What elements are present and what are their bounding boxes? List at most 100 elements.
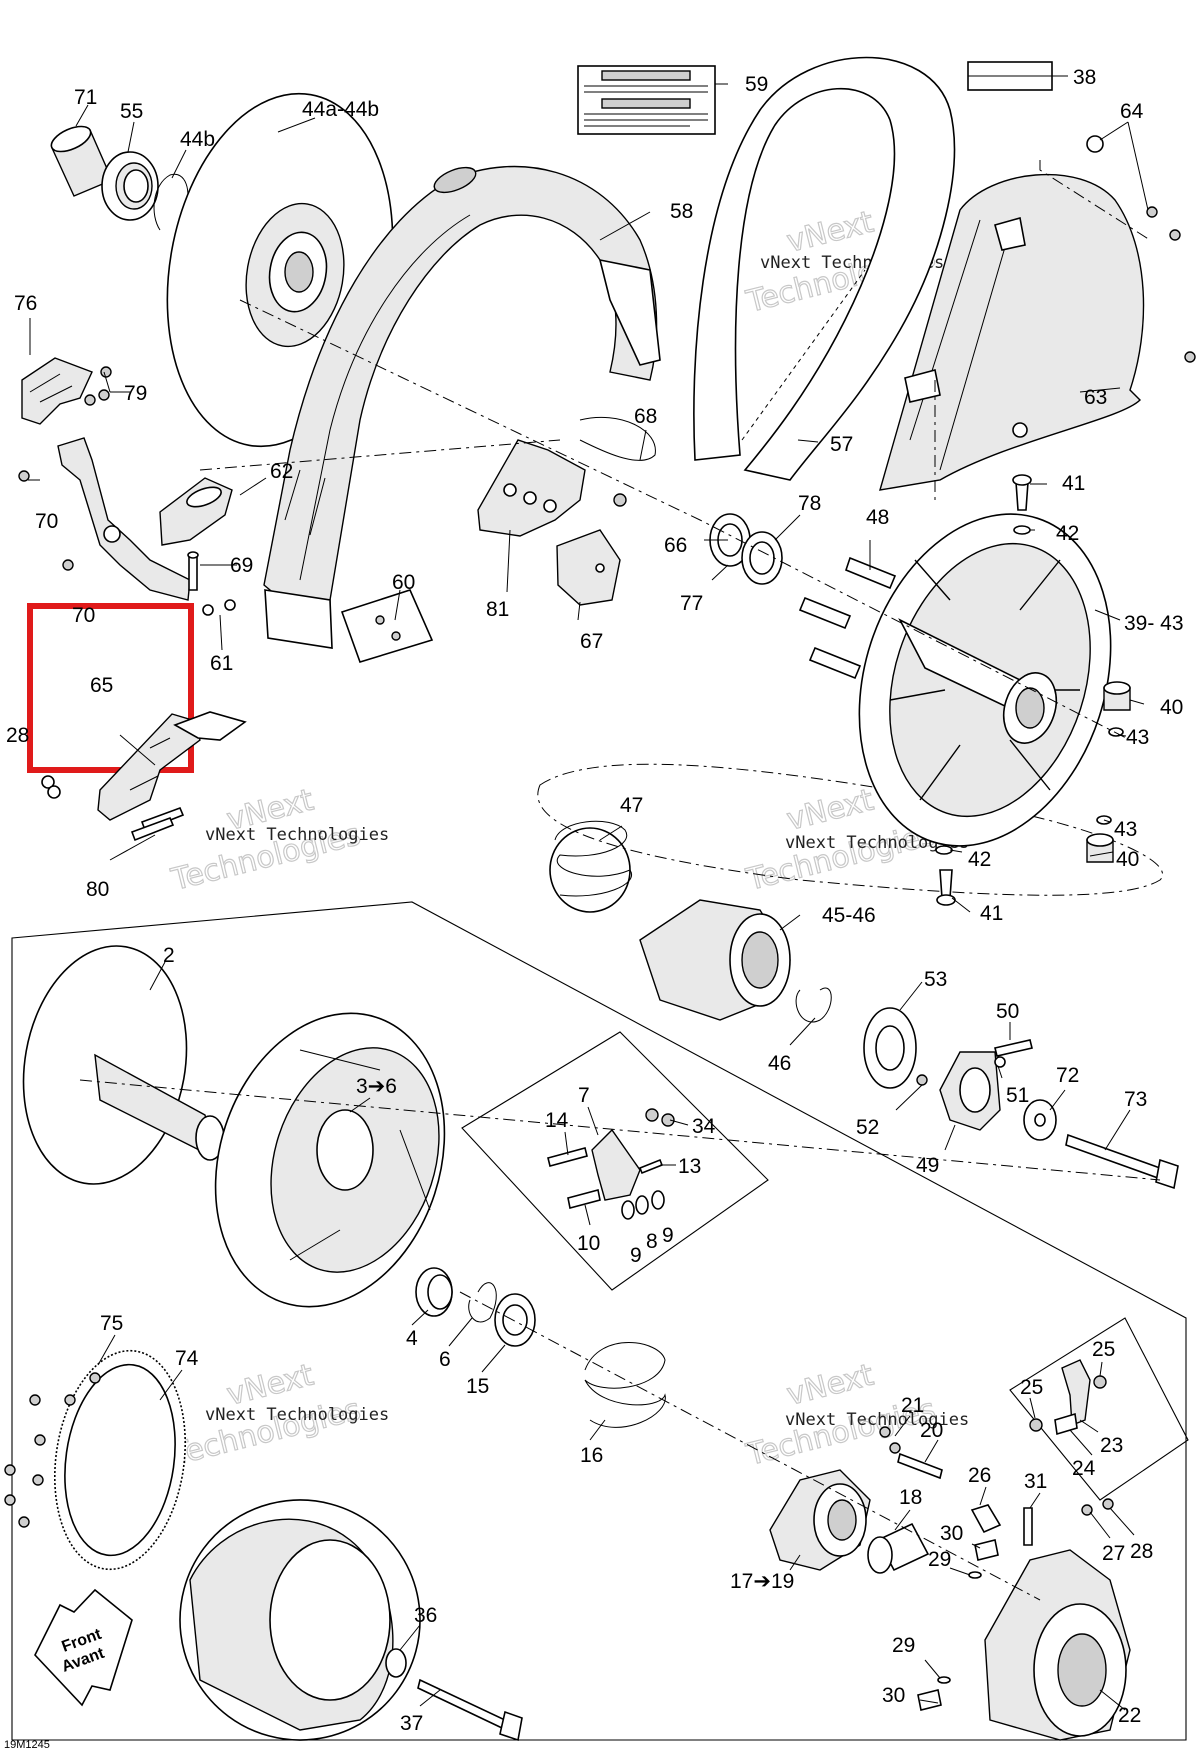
callout-38[interactable]: 38 bbox=[1073, 66, 1096, 89]
part-22-governor-cup[interactable] bbox=[984, 1549, 1131, 1741]
callout-40-top[interactable]: 40 bbox=[1160, 696, 1183, 719]
part-71-sleeve[interactable] bbox=[48, 121, 113, 197]
part-68-clip[interactable] bbox=[579, 416, 656, 461]
callout-29-upper[interactable]: 29 bbox=[928, 1548, 951, 1571]
callout-15[interactable]: 15 bbox=[466, 1375, 489, 1398]
callout-58[interactable]: 58 bbox=[670, 200, 693, 223]
part-60-plate[interactable] bbox=[340, 589, 434, 663]
callout-46[interactable]: 46 bbox=[768, 1052, 791, 1075]
part-79-screws[interactable] bbox=[84, 366, 112, 406]
callout-30-lower[interactable]: 30 bbox=[882, 1684, 905, 1707]
part-73-bolt[interactable] bbox=[1065, 1133, 1179, 1190]
callout-7[interactable]: 7 bbox=[578, 1084, 590, 1107]
callout-80[interactable]: 80 bbox=[86, 878, 109, 901]
callout-22[interactable]: 22 bbox=[1118, 1704, 1141, 1727]
part-55-bearing[interactable] bbox=[101, 151, 159, 221]
callout-72[interactable]: 72 bbox=[1056, 1064, 1079, 1087]
part-42-washer-top[interactable] bbox=[1013, 525, 1031, 535]
part-75-bolts[interactable] bbox=[4, 1372, 101, 1528]
callout-44a-44b[interactable]: 44a-44b bbox=[302, 98, 379, 121]
callout-21[interactable]: 21 bbox=[901, 1394, 924, 1417]
part-80-bolts[interactable] bbox=[130, 806, 185, 842]
callout-42-top[interactable]: 42 bbox=[1056, 522, 1079, 545]
part-42-washer-bottom[interactable] bbox=[935, 845, 953, 855]
callout-76[interactable]: 76 bbox=[14, 292, 37, 315]
callout-53[interactable]: 53 bbox=[924, 968, 947, 991]
callout-48[interactable]: 48 bbox=[866, 506, 889, 529]
part-6-circlip[interactable] bbox=[468, 1282, 497, 1323]
callout-73[interactable]: 73 bbox=[1124, 1088, 1147, 1111]
callout-65[interactable]: 65 bbox=[90, 674, 113, 697]
callout-62[interactable]: 62 bbox=[270, 460, 293, 483]
part-51-washer[interactable] bbox=[994, 1056, 1006, 1068]
part-59-warning-label[interactable] bbox=[577, 65, 716, 135]
part-65-bracket[interactable] bbox=[97, 711, 247, 821]
callout-9-left[interactable]: 9 bbox=[630, 1244, 642, 1267]
part-18-bushing[interactable] bbox=[867, 1522, 930, 1574]
part-48-pins[interactable] bbox=[798, 556, 897, 680]
callout-71[interactable]: 71 bbox=[74, 86, 97, 109]
part-72-washer[interactable] bbox=[1023, 1099, 1057, 1141]
callout-10[interactable]: 10 bbox=[577, 1232, 600, 1255]
part-34-screws[interactable] bbox=[645, 1108, 675, 1127]
part-76-clip[interactable] bbox=[21, 357, 93, 425]
part-15-seal[interactable] bbox=[494, 1293, 536, 1347]
callout-14[interactable]: 14 bbox=[545, 1109, 569, 1132]
callout-13[interactable]: 13 bbox=[678, 1155, 701, 1178]
callout-52[interactable]: 52 bbox=[856, 1116, 879, 1139]
part-40-slider-top[interactable] bbox=[1103, 681, 1131, 711]
part-81-bracket[interactable] bbox=[477, 439, 586, 537]
callout-42-bottom[interactable]: 42 bbox=[968, 848, 991, 871]
callout-41-top[interactable]: 41 bbox=[1062, 472, 1085, 495]
callout-57[interactable]: 57 bbox=[830, 433, 853, 456]
part-2-fixed-sheave[interactable] bbox=[5, 933, 225, 1197]
callout-37[interactable]: 37 bbox=[400, 1712, 423, 1735]
callout-63[interactable]: 63 bbox=[1084, 386, 1107, 409]
part-39-driven-pulley[interactable] bbox=[818, 481, 1151, 879]
callout-61[interactable]: 61 bbox=[210, 652, 233, 675]
callout-49[interactable]: 49 bbox=[916, 1154, 939, 1177]
part-47-spring[interactable] bbox=[549, 820, 633, 913]
callout-31[interactable]: 31 bbox=[1024, 1470, 1047, 1493]
callout-66[interactable]: 66 bbox=[664, 534, 687, 557]
part-36-washer[interactable] bbox=[385, 1648, 407, 1678]
part-13-pin[interactable] bbox=[638, 1158, 664, 1175]
callout-60[interactable]: 60 bbox=[392, 571, 415, 594]
callout-70-upper[interactable]: 70 bbox=[35, 510, 58, 533]
callout-25-left[interactable]: 25 bbox=[1020, 1376, 1043, 1399]
callout-34[interactable]: 34 bbox=[692, 1115, 716, 1138]
callout-3-6[interactable]: 3➔6 bbox=[356, 1075, 397, 1098]
part-side-plate[interactable] bbox=[598, 258, 661, 366]
part-77-washer[interactable] bbox=[709, 513, 751, 567]
callout-77[interactable]: 77 bbox=[680, 592, 703, 615]
callout-18[interactable]: 18 bbox=[899, 1486, 922, 1509]
part-43-washer-top[interactable] bbox=[1108, 727, 1124, 737]
part-63-pulley-guard[interactable] bbox=[879, 135, 1196, 491]
part-27-28-screws[interactable] bbox=[1081, 1498, 1114, 1516]
part-4-bushing[interactable] bbox=[415, 1267, 453, 1317]
callout-20[interactable]: 20 bbox=[920, 1419, 943, 1442]
callout-30-upper[interactable]: 30 bbox=[940, 1522, 963, 1545]
part-67-hinge[interactable] bbox=[556, 529, 621, 606]
callout-45-46[interactable]: 45-46 bbox=[822, 904, 876, 927]
callout-44b[interactable]: 44b bbox=[180, 128, 215, 151]
callout-67[interactable]: 67 bbox=[580, 630, 603, 653]
callout-25-right[interactable]: 25 bbox=[1092, 1338, 1115, 1361]
part-14-pin[interactable] bbox=[547, 1147, 588, 1167]
callout-17-19[interactable]: 17➔19 bbox=[730, 1570, 794, 1593]
callout-81[interactable]: 81 bbox=[486, 598, 509, 621]
callout-39-43[interactable]: 39- 43 bbox=[1124, 612, 1184, 635]
callout-68[interactable]: 68 bbox=[634, 405, 657, 428]
callout-36[interactable]: 36 bbox=[414, 1604, 437, 1627]
part-45-cam[interactable] bbox=[639, 899, 791, 1021]
part-40-slider-bottom[interactable] bbox=[1086, 833, 1114, 863]
callout-23[interactable]: 23 bbox=[1100, 1434, 1123, 1457]
part-74-ring-gear[interactable] bbox=[41, 1342, 198, 1578]
part-46-circlip[interactable] bbox=[795, 987, 832, 1023]
part-37-bolt[interactable] bbox=[417, 1678, 523, 1742]
callout-43-top[interactable]: 43 bbox=[1126, 726, 1149, 749]
callout-79[interactable]: 79 bbox=[124, 382, 147, 405]
callout-4[interactable]: 4 bbox=[406, 1327, 418, 1350]
callout-24[interactable]: 24 bbox=[1072, 1457, 1096, 1480]
part-52-nut[interactable] bbox=[916, 1074, 928, 1086]
